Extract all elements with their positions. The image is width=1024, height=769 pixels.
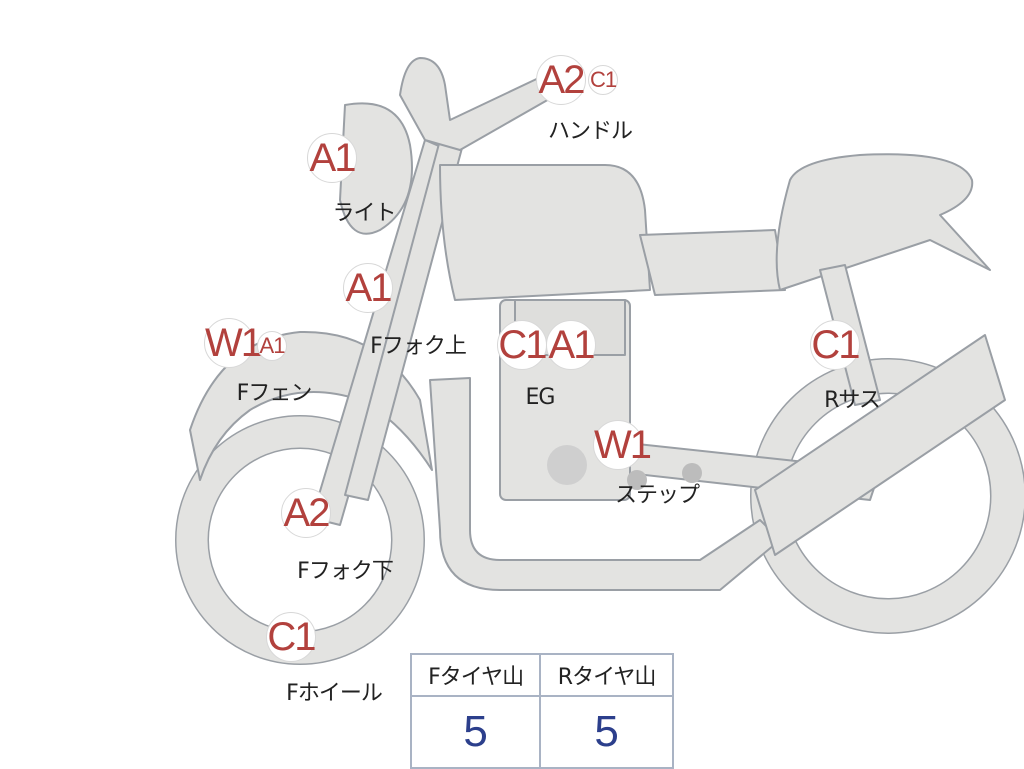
f-fender-grade-1: W1 [204, 318, 263, 368]
handle-label: ハンドル [547, 119, 633, 144]
f-fender-grade-2: A1 [257, 331, 287, 361]
handlebar [399, 57, 566, 151]
fork-lower-grade-1: A2 [281, 488, 331, 538]
engine-grade-2: A1 [546, 320, 596, 370]
f-fender-label: Fフェン [236, 381, 313, 406]
engine-grade-1: C1 [497, 320, 548, 370]
light-label: ライト [332, 201, 396, 226]
seat [775, 153, 991, 291]
rear-tread-header: Rタイヤ山 [539, 653, 674, 697]
fork-lower-label: Fフォク下 [297, 559, 394, 584]
r-susp-grade-1: C1 [810, 320, 861, 370]
f-wheel-grade-1: C1 [266, 612, 317, 662]
handle-grade-2: C1 [588, 65, 618, 95]
front-tread-header: Fタイヤ山 [409, 653, 542, 697]
fork-upper-label: Fフォク上 [370, 334, 467, 359]
rear-tread-value: 5 [539, 695, 674, 769]
side-cover [639, 229, 786, 296]
fork-upper-grade-1: A1 [343, 263, 393, 313]
headlight [339, 102, 413, 235]
handle-grade-1: A2 [536, 55, 586, 105]
step-label: ステップ [614, 483, 700, 508]
frame-loop [429, 377, 781, 591]
f-wheel-label: Fホイール [286, 681, 383, 706]
step-grade-1: W1 [593, 420, 652, 470]
muffler [754, 334, 1006, 556]
tire-tread-table: Fタイヤ山 Rタイヤ山 5 5 [409, 653, 674, 769]
fuel-tank [439, 164, 651, 301]
front-tread-value: 5 [409, 695, 542, 769]
r-susp-label: Rサス [824, 388, 881, 413]
light-grade-1: A1 [307, 133, 357, 183]
engine-label: EG [525, 385, 556, 410]
